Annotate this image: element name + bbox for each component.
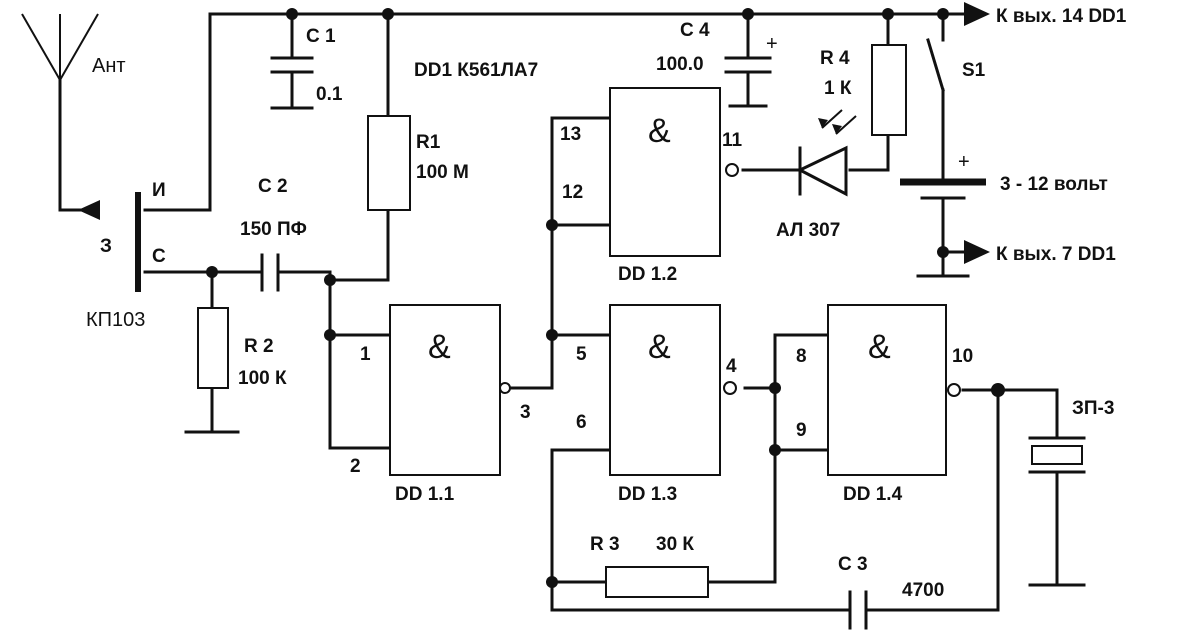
- dd12-symbol: &: [648, 112, 671, 150]
- r3-ref: R 3: [590, 534, 620, 555]
- dd14-pin-8: 8: [796, 346, 807, 367]
- r2-value: 100 К: [238, 368, 287, 389]
- switch-s1: S1: [926, 38, 986, 92]
- dd14-pin-9: 9: [796, 420, 807, 441]
- dd11-pin-2: 2: [350, 456, 361, 477]
- c3-value: 4700: [902, 580, 944, 601]
- output-pin7-label: К вых. 7 DD1: [996, 244, 1116, 265]
- capacitor-c1: С 1 0.1: [270, 26, 343, 110]
- output-pin14-label: К вых. 14 DD1: [996, 6, 1127, 27]
- dd11-name: DD 1.1: [395, 484, 455, 505]
- transistor-source-label: И: [152, 180, 166, 201]
- r2-ref: R 2: [244, 336, 274, 357]
- gate-dd1-3: & 5 6 4 DD 1.3: [576, 304, 737, 505]
- gate-dd1-4: & 8 9 10 DD 1.4: [796, 304, 973, 505]
- output-pin14: К вых. 14 DD1: [964, 2, 1127, 27]
- c3-ref: С 3: [838, 554, 868, 575]
- output-pin7: К вых. 7 DD1: [964, 240, 1116, 265]
- piezo-name: ЗП-3: [1072, 398, 1114, 419]
- dd11-pin-1: 1: [360, 344, 371, 365]
- transistor-gate-label: З: [100, 236, 112, 257]
- c4-value: 100.0: [656, 54, 704, 75]
- c2-ref: С 2: [258, 176, 288, 197]
- led-al307: АЛ 307: [776, 109, 857, 241]
- dd13-pin-4: 4: [726, 356, 737, 377]
- r4-value: 1 К: [824, 78, 852, 99]
- resistor-r4: R 4 1 К: [820, 44, 907, 136]
- arrow-right-icon: [964, 2, 990, 26]
- r4-ref: R 4: [820, 48, 850, 69]
- chip-title: DD1 К561ЛА7: [414, 60, 538, 81]
- capacitor-c2: С 2 150 ПФ: [240, 176, 307, 292]
- gate-dd1-1: & 1 2 3 DD 1.1: [350, 304, 531, 505]
- battery: + 3 - 12 вольт: [900, 151, 1108, 278]
- dd12-pin-11: 11: [722, 130, 743, 151]
- c1-ref: С 1: [306, 26, 336, 47]
- capacitor-c3: С 3 4700: [838, 554, 944, 630]
- resistor-r3: R 3 30 К: [590, 534, 709, 598]
- dd13-pin-6: 6: [576, 412, 587, 433]
- dd12-pin-12: 12: [562, 182, 583, 203]
- piezo-zp3: ЗП-3: [1028, 398, 1114, 587]
- dd12-pin-13: 13: [560, 124, 581, 145]
- battery-polarity: +: [958, 151, 970, 173]
- dd14-pin-10: 10: [952, 346, 973, 367]
- dd14-name: DD 1.4: [843, 484, 903, 505]
- battery-label: 3 - 12 вольт: [1000, 174, 1108, 195]
- c4-ref: С 4: [680, 20, 710, 41]
- dd12-name: DD 1.2: [618, 264, 677, 285]
- led-name: АЛ 307: [776, 220, 840, 241]
- resistor-r1: R1 100 M: [367, 115, 469, 211]
- dd11-symbol: &: [428, 328, 451, 366]
- s1-ref: S1: [962, 60, 986, 81]
- transistor-kp103: И С З КП103: [78, 180, 166, 331]
- transistor-name: КП103: [86, 309, 145, 331]
- c1-value: 0.1: [316, 84, 343, 105]
- dd13-pin-5: 5: [576, 344, 587, 365]
- arrow-right-icon: [964, 240, 990, 264]
- dd13-name: DD 1.3: [618, 484, 677, 505]
- resistor-r2: R 2 100 К: [184, 307, 287, 434]
- antenna-label: Ант: [92, 55, 126, 77]
- transistor-drain-label: С: [152, 246, 166, 267]
- c2-value: 150 ПФ: [240, 219, 307, 240]
- r1-ref: R1: [416, 132, 441, 153]
- gate-arrow-icon: [78, 200, 100, 220]
- c4-polarity: +: [766, 33, 778, 55]
- capacitor-c4: С 4 100.0 +: [656, 20, 778, 108]
- wires: [58, 12, 1059, 612]
- antenna: Ант: [21, 13, 126, 81]
- dd14-symbol: &: [868, 328, 891, 366]
- dd13-symbol: &: [648, 328, 671, 366]
- r1-value: 100 M: [416, 162, 469, 183]
- junction-dots: [206, 8, 1005, 588]
- gate-dd1-2: & 13 12 11 DD 1.2: [560, 87, 743, 285]
- r3-value: 30 К: [656, 534, 694, 555]
- dd11-pin-3: 3: [520, 402, 531, 423]
